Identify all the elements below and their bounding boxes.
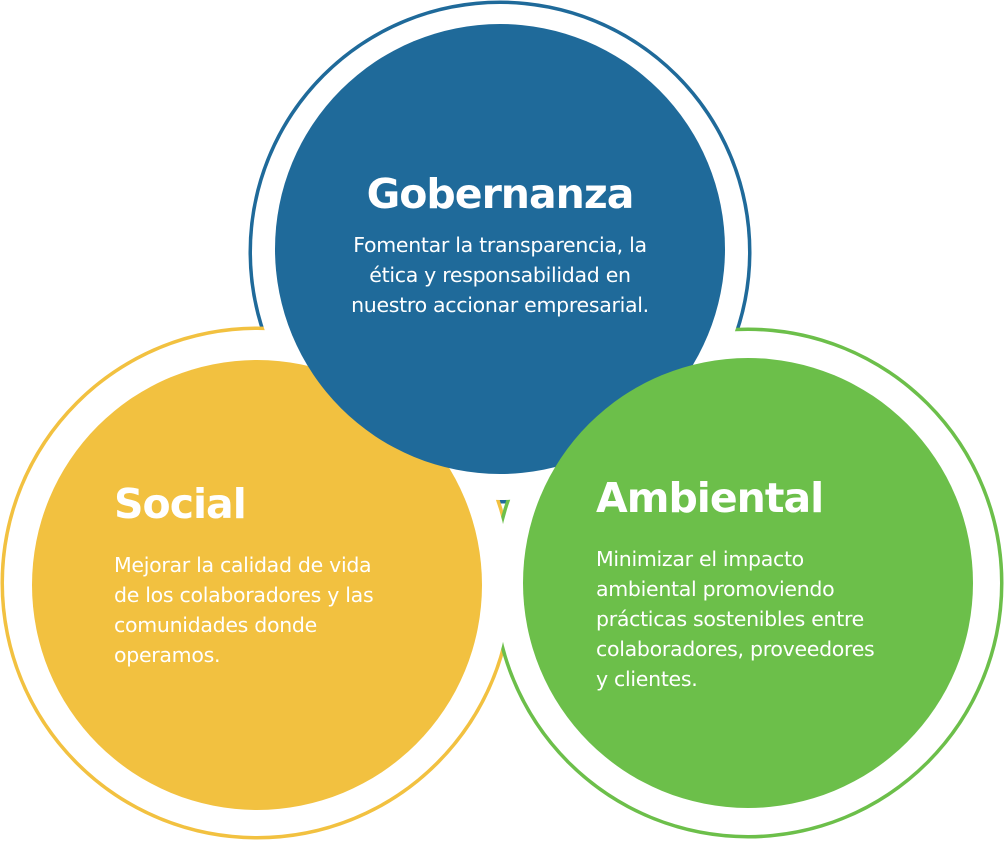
social-title: Social xyxy=(114,480,247,528)
governance-title: Gobernanza xyxy=(366,170,635,218)
environmental-line: colaboradores, proveedores xyxy=(596,637,875,661)
governance-line: Fomentar la transparencia, la xyxy=(353,233,647,257)
governance-section: Gobernanza Fomentar la transparencia, la… xyxy=(290,170,710,320)
social-line: comunidades donde xyxy=(114,613,317,637)
governance-description: Fomentar la transparencia, la ética y re… xyxy=(290,230,710,320)
governance-line: nuestro accionar empresarial. xyxy=(351,293,649,317)
environmental-line: ambiental promoviendo xyxy=(596,577,835,601)
environmental-line: y clientes. xyxy=(596,667,698,691)
social-line: de los colaboradores y las xyxy=(114,583,374,607)
governance-circle xyxy=(275,24,725,474)
governance-line: ética y responsabilidad en xyxy=(369,263,631,287)
environmental-description: Minimizar el impacto ambiental promovien… xyxy=(596,544,956,694)
social-section: Social Mejorar la calidad de vida de los… xyxy=(114,480,474,670)
environmental-circle xyxy=(523,358,973,808)
environmental-line: prácticas sostenibles entre xyxy=(596,607,864,631)
social-line: Mejorar la calidad de vida xyxy=(114,553,372,577)
environmental-line: Minimizar el impacto xyxy=(596,547,804,571)
environmental-title: Ambiental xyxy=(596,474,824,522)
social-circle xyxy=(32,360,482,810)
environmental-section: Ambiental Minimizar el impacto ambiental… xyxy=(596,474,956,694)
social-line: operamos. xyxy=(114,643,221,667)
social-description: Mejorar la calidad de vida de los colabo… xyxy=(114,550,474,670)
